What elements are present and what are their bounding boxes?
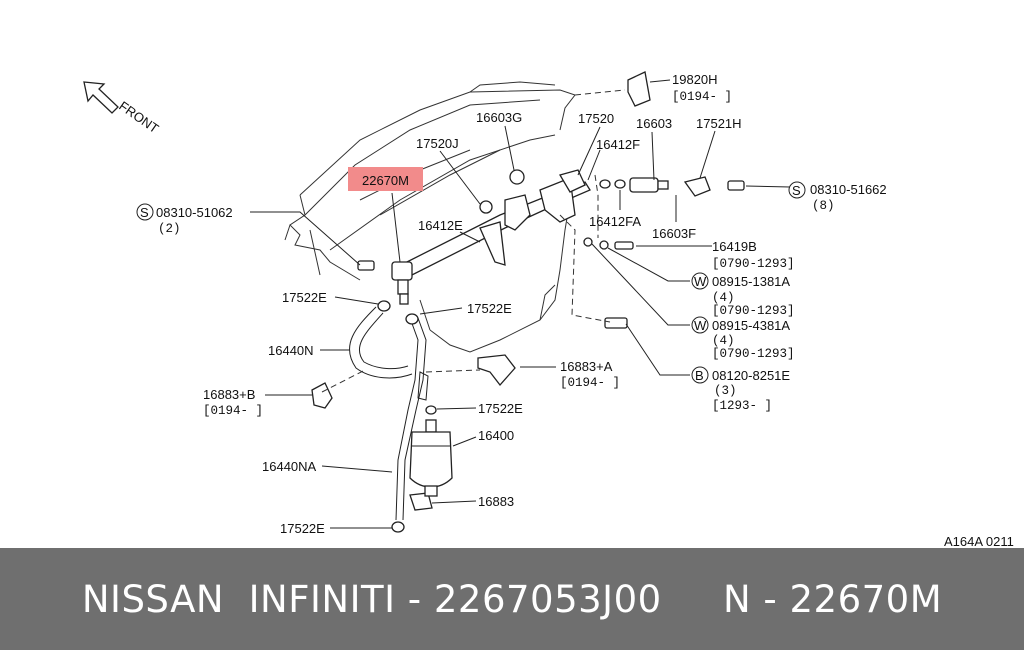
clip-16883 [409,492,433,511]
leader-lines [250,79,791,529]
label-b-08120-8251e: B 08120-8251E (3) [1293- ] [691,366,790,413]
w-mark-icon: W [694,274,707,289]
label-16883: 16883 [478,494,514,509]
label-17522e-c: 17522E [478,401,523,416]
clip-16883a [477,354,516,387]
label-08310-51662: 08310-51662 [810,182,887,197]
s-mark-icon: S [140,205,149,220]
dash-4 [594,174,599,238]
label-08120-8251e-sub1: (3) [714,384,737,398]
s-mark-icon: S [792,183,801,198]
label-s-08310-51662: S 08310-51662 (8) [788,181,887,213]
dash-1 [321,369,366,393]
label-08310-51662-sub: (8) [812,199,835,213]
diagram-code: A164A 0211 [944,534,1014,548]
footer-bar: NISSAN INFINITI - 2267053J00 N - 22670M [0,548,1024,650]
label-16400: 16400 [478,428,514,443]
label-19820h: 19820H [672,72,718,87]
label-17522e-d: 17522E [280,521,325,536]
footer-part-number: NISSAN INFINITI - 2267053J00 N - 22670M [81,577,943,621]
b-mark-icon: B [695,368,704,383]
label-08310-51062-sub: (2) [158,222,181,236]
label-08915-4381a: 08915-4381A [712,318,790,333]
label-08915-4381a-sub2: [0790-1293] [712,347,795,361]
label-16412e: 16412E [418,218,463,233]
label-17521h: 17521H [696,116,742,131]
label-16440na: 16440NA [262,459,317,474]
label-19820h-sub: [0194- ] [672,90,732,104]
label-08915-1381a-sub1: (4) [712,291,735,305]
pressure-regulator [583,71,745,329]
label-s-08310-51062: S 08310-51062 (2) [136,203,233,236]
fuel-filter [409,419,453,497]
w-mark-icon: W [694,318,707,333]
label-08915-1381a: 08915-1381A [712,274,790,289]
label-08120-8251e: 08120-8251E [712,368,790,383]
bolt-left [357,260,375,271]
label-08915-4381a-sub1: (4) [712,334,735,348]
label-16603: 16603 [636,116,672,131]
label-17520: 17520 [578,111,614,126]
label-16440n: 16440N [268,343,314,358]
label-17522e-a: 17522E [282,290,327,305]
label-08120-8251e-sub2: [1293- ] [712,399,772,413]
label-17520j: 17520J [416,136,459,151]
label-16412f: 16412F [596,137,640,152]
diagram-canvas: FRONT [83,71,1014,548]
label-08915-1381a-sub2: [0790-1293] [712,304,795,318]
highlight-22670m [348,167,423,191]
label-16412fa: 16412FA [589,214,641,229]
fuel-hoses [349,300,437,533]
dash-3 [559,214,611,323]
label-16603f: 16603F [652,226,696,241]
label-16603g: 16603G [476,110,522,125]
dash-5 [574,89,626,96]
label-w-08915-4381a: W 08915-4381A (4) [0790-1293] [691,316,795,361]
parts-diagram: FRONT [83,71,1014,548]
label-17522e-b: 17522E [467,301,512,316]
label-16419b: 16419B [712,239,757,254]
label-w-08915-1381a: W 08915-1381A (4) [0790-1293] [691,272,795,318]
fuel-rail [391,169,591,305]
label-16883b: 16883+B [203,387,255,402]
front-label: FRONT [116,98,161,136]
engine-block-outline [284,81,576,353]
label-08310-51062: 08310-51062 [156,205,233,220]
label-22670m: 22670M [362,173,409,188]
label-16883b-sub: [0194- ] [203,404,263,418]
label-16883a-sub: [0194- ] [560,376,620,390]
label-16883a: 16883+A [560,359,613,374]
front-arrow-icon [83,81,119,114]
dash-2 [425,369,481,373]
clip-16883b [311,382,333,409]
label-16419b-sub: [0790-1293] [712,257,795,271]
